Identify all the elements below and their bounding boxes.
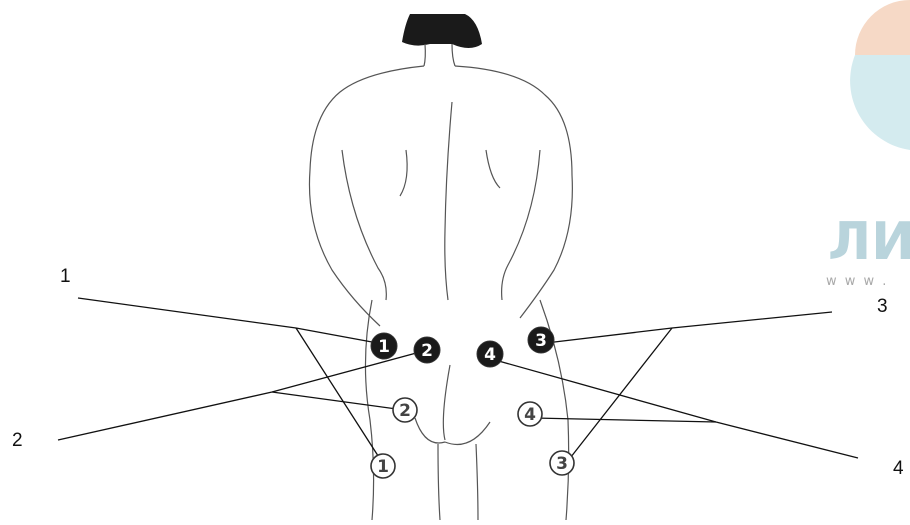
left-shoulder-blade — [400, 150, 407, 196]
callout-label-3: 3 — [877, 296, 888, 318]
injection-point-lower-2: 4 — [518, 402, 542, 426]
body-outline — [309, 44, 572, 520]
leader-line-4b — [534, 418, 716, 422]
inner-legs — [438, 444, 478, 520]
callout-label-2: 2 — [12, 430, 23, 452]
injection-point-upper-3-number: 4 — [484, 345, 496, 365]
right-shoulder-arm — [455, 66, 572, 318]
leader-line-4a — [488, 358, 858, 458]
injection-points: 1 2 4 3 2 4 1 3 — [371, 327, 574, 478]
injection-point-lower-1-number: 2 — [399, 401, 411, 421]
neck — [424, 44, 455, 66]
injection-point-lower-4-number: 3 — [556, 454, 568, 474]
callout-label-4: 4 — [893, 458, 904, 480]
right-buttock — [445, 422, 490, 445]
leader-line-2b — [272, 392, 404, 410]
left-arm-inner — [342, 150, 386, 300]
left-hip-leg — [365, 300, 373, 520]
injection-point-lower-3: 1 — [371, 454, 395, 478]
watermark-teal-arc — [850, 55, 910, 150]
buttock-crease — [443, 365, 450, 440]
injection-point-upper-3: 4 — [477, 341, 503, 367]
leader-line-1a — [78, 298, 372, 342]
injection-point-upper-2: 2 — [414, 337, 440, 363]
injection-point-upper-1: 1 — [371, 333, 397, 359]
injection-point-lower-4: 3 — [550, 451, 574, 475]
injection-point-upper-1-number: 1 — [378, 337, 390, 357]
spine — [445, 102, 452, 300]
watermark-logo — [850, 0, 910, 150]
injection-point-upper-4-number: 3 — [535, 331, 547, 351]
callout-label-1: 1 — [60, 266, 71, 288]
watermark-brand: ЛИ — [828, 212, 910, 272]
leader-line-1b — [296, 328, 382, 462]
leader-lines — [58, 298, 858, 462]
injection-point-upper-4: 3 — [528, 327, 554, 353]
injection-point-lower-1: 2 — [393, 398, 417, 422]
injection-point-lower-2-number: 4 — [524, 405, 536, 425]
injection-point-lower-3-number: 1 — [377, 457, 389, 477]
right-arm-inner — [502, 150, 540, 300]
injection-point-upper-2-number: 2 — [421, 341, 433, 361]
watermark-orange-arc — [855, 0, 910, 55]
watermark-url: w w w . — [826, 274, 888, 289]
hair — [402, 14, 482, 48]
leader-line-3a — [546, 312, 832, 343]
right-shoulder-blade — [486, 150, 500, 188]
left-buttock — [415, 418, 445, 443]
left-shoulder-arm — [309, 66, 424, 326]
